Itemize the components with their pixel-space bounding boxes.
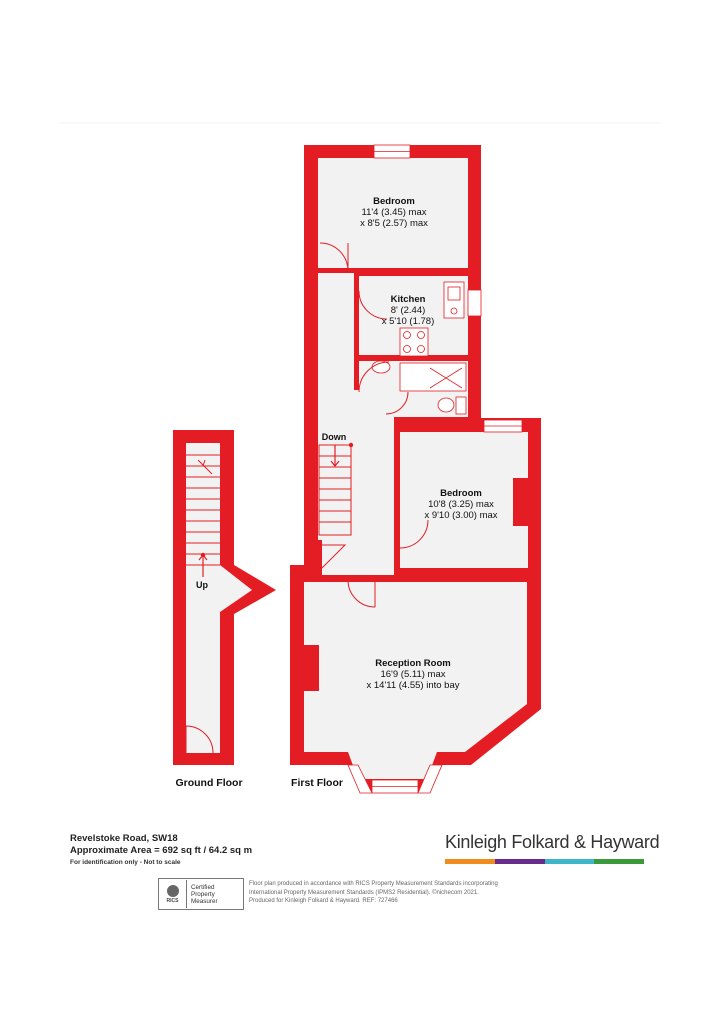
rics-label-line2: Property [191, 890, 215, 898]
ground-floor-bay-notch [220, 565, 252, 612]
property-details: Revelstoke Road, SW18 Approximate Area =… [70, 833, 390, 868]
identification-note: For identification only - Not to scale [70, 859, 181, 866]
rics-logo-text: RICS [166, 897, 179, 904]
reception-dim1: 16'9 (5.11) max [380, 669, 445, 680]
kitchen-dim1: 8' (2.44) [391, 305, 426, 316]
first-floor-interior [304, 158, 528, 779]
agency-brand: Kinleigh Folkard & Hayward [445, 832, 660, 864]
kitchen-hob [399, 327, 429, 357]
bedroom1-dim1: 11'4 (3.45) max [361, 207, 426, 218]
disclaimer-line3: Produced for Kinleigh Folkard & Hayward.… [249, 898, 398, 904]
bedroom1-name: Bedroom [373, 196, 415, 207]
rics-label: Certified Property Measurer [187, 884, 218, 905]
brand-bar-teal [544, 859, 595, 864]
ground-floor-label: Ground Floor [175, 777, 242, 789]
approximate-area: Approximate Area = 692 sq ft / 64.2 sq m [70, 845, 253, 856]
bedroom1-dim2: x 8'5 (2.57) max [360, 218, 428, 229]
disclaimer-line1: Floor plan produced in accordance with R… [249, 881, 498, 887]
bedroom2-dim2: x 9'10 (3.00) max [424, 510, 497, 521]
brand-bar-purple [494, 859, 545, 864]
rics-badge: RICS Certified Property Measurer [158, 878, 244, 910]
rics-label-line1: Certified [191, 883, 215, 891]
reception-dim2: x 14'11 (4.55) into bay [366, 680, 459, 691]
chimney-breasts [304, 478, 528, 691]
bedroom2-name: Bedroom [440, 488, 482, 499]
agency-logo-text: Kinleigh Folkard & Hayward [445, 832, 660, 852]
rics-logo-icon: RICS [159, 880, 187, 908]
bath [399, 362, 467, 392]
kitchen-fixtures [399, 281, 465, 357]
kitchen-name: Kitchen [391, 294, 426, 305]
ground-floor-plan [173, 430, 276, 765]
up-label: Up [196, 580, 208, 590]
first-floor-plan [290, 144, 541, 794]
room-label-bedroom2: Bedroom 10'8 (3.25) max x 9'10 (3.00) ma… [424, 488, 497, 521]
agency-color-bar [445, 859, 644, 864]
bedroom2-door [399, 519, 429, 549]
ground-floor-entrance-door [185, 725, 214, 754]
property-address: Revelstoke Road, SW18 [70, 833, 178, 844]
room-label-kitchen: Kitchen 8' (2.44) x 5'10 (1.78) [382, 294, 435, 327]
disclaimer-text: Floor plan produced in accordance with R… [249, 880, 569, 906]
rics-label-line3: Measurer [191, 897, 218, 905]
first-floor-label: First Floor [291, 777, 343, 789]
reception-name: Reception Room [375, 658, 450, 669]
bathroom-door [358, 361, 390, 393]
rics-emblem-icon [166, 884, 179, 897]
kitchen-dim2: x 5'10 (1.78) [382, 316, 435, 327]
first-floor-windows [347, 144, 523, 794]
down-label: Down [322, 432, 347, 442]
down-arrow [330, 442, 354, 467]
toilet [437, 397, 455, 413]
disclaimer-line2: International Property Measurement Stand… [249, 889, 479, 896]
brand-bar-green [594, 859, 644, 864]
room-label-bedroom1: Bedroom 11'4 (3.45) max x 8'5 (2.57) max [360, 196, 428, 229]
first-floor-doors [319, 242, 429, 608]
ground-floor-interior [186, 443, 220, 753]
room-label-reception: Reception Room 16'9 (5.11) max x 14'11 (… [366, 658, 459, 691]
reception-door [347, 579, 376, 608]
up-arrow [198, 552, 208, 577]
brand-bar-orange [445, 859, 495, 864]
bathroom-fixtures [371, 360, 467, 415]
kitchen-door [358, 290, 388, 320]
bedroom2-dim1: 10'8 (3.25) max [428, 499, 494, 510]
cupboard-door [321, 544, 347, 569]
